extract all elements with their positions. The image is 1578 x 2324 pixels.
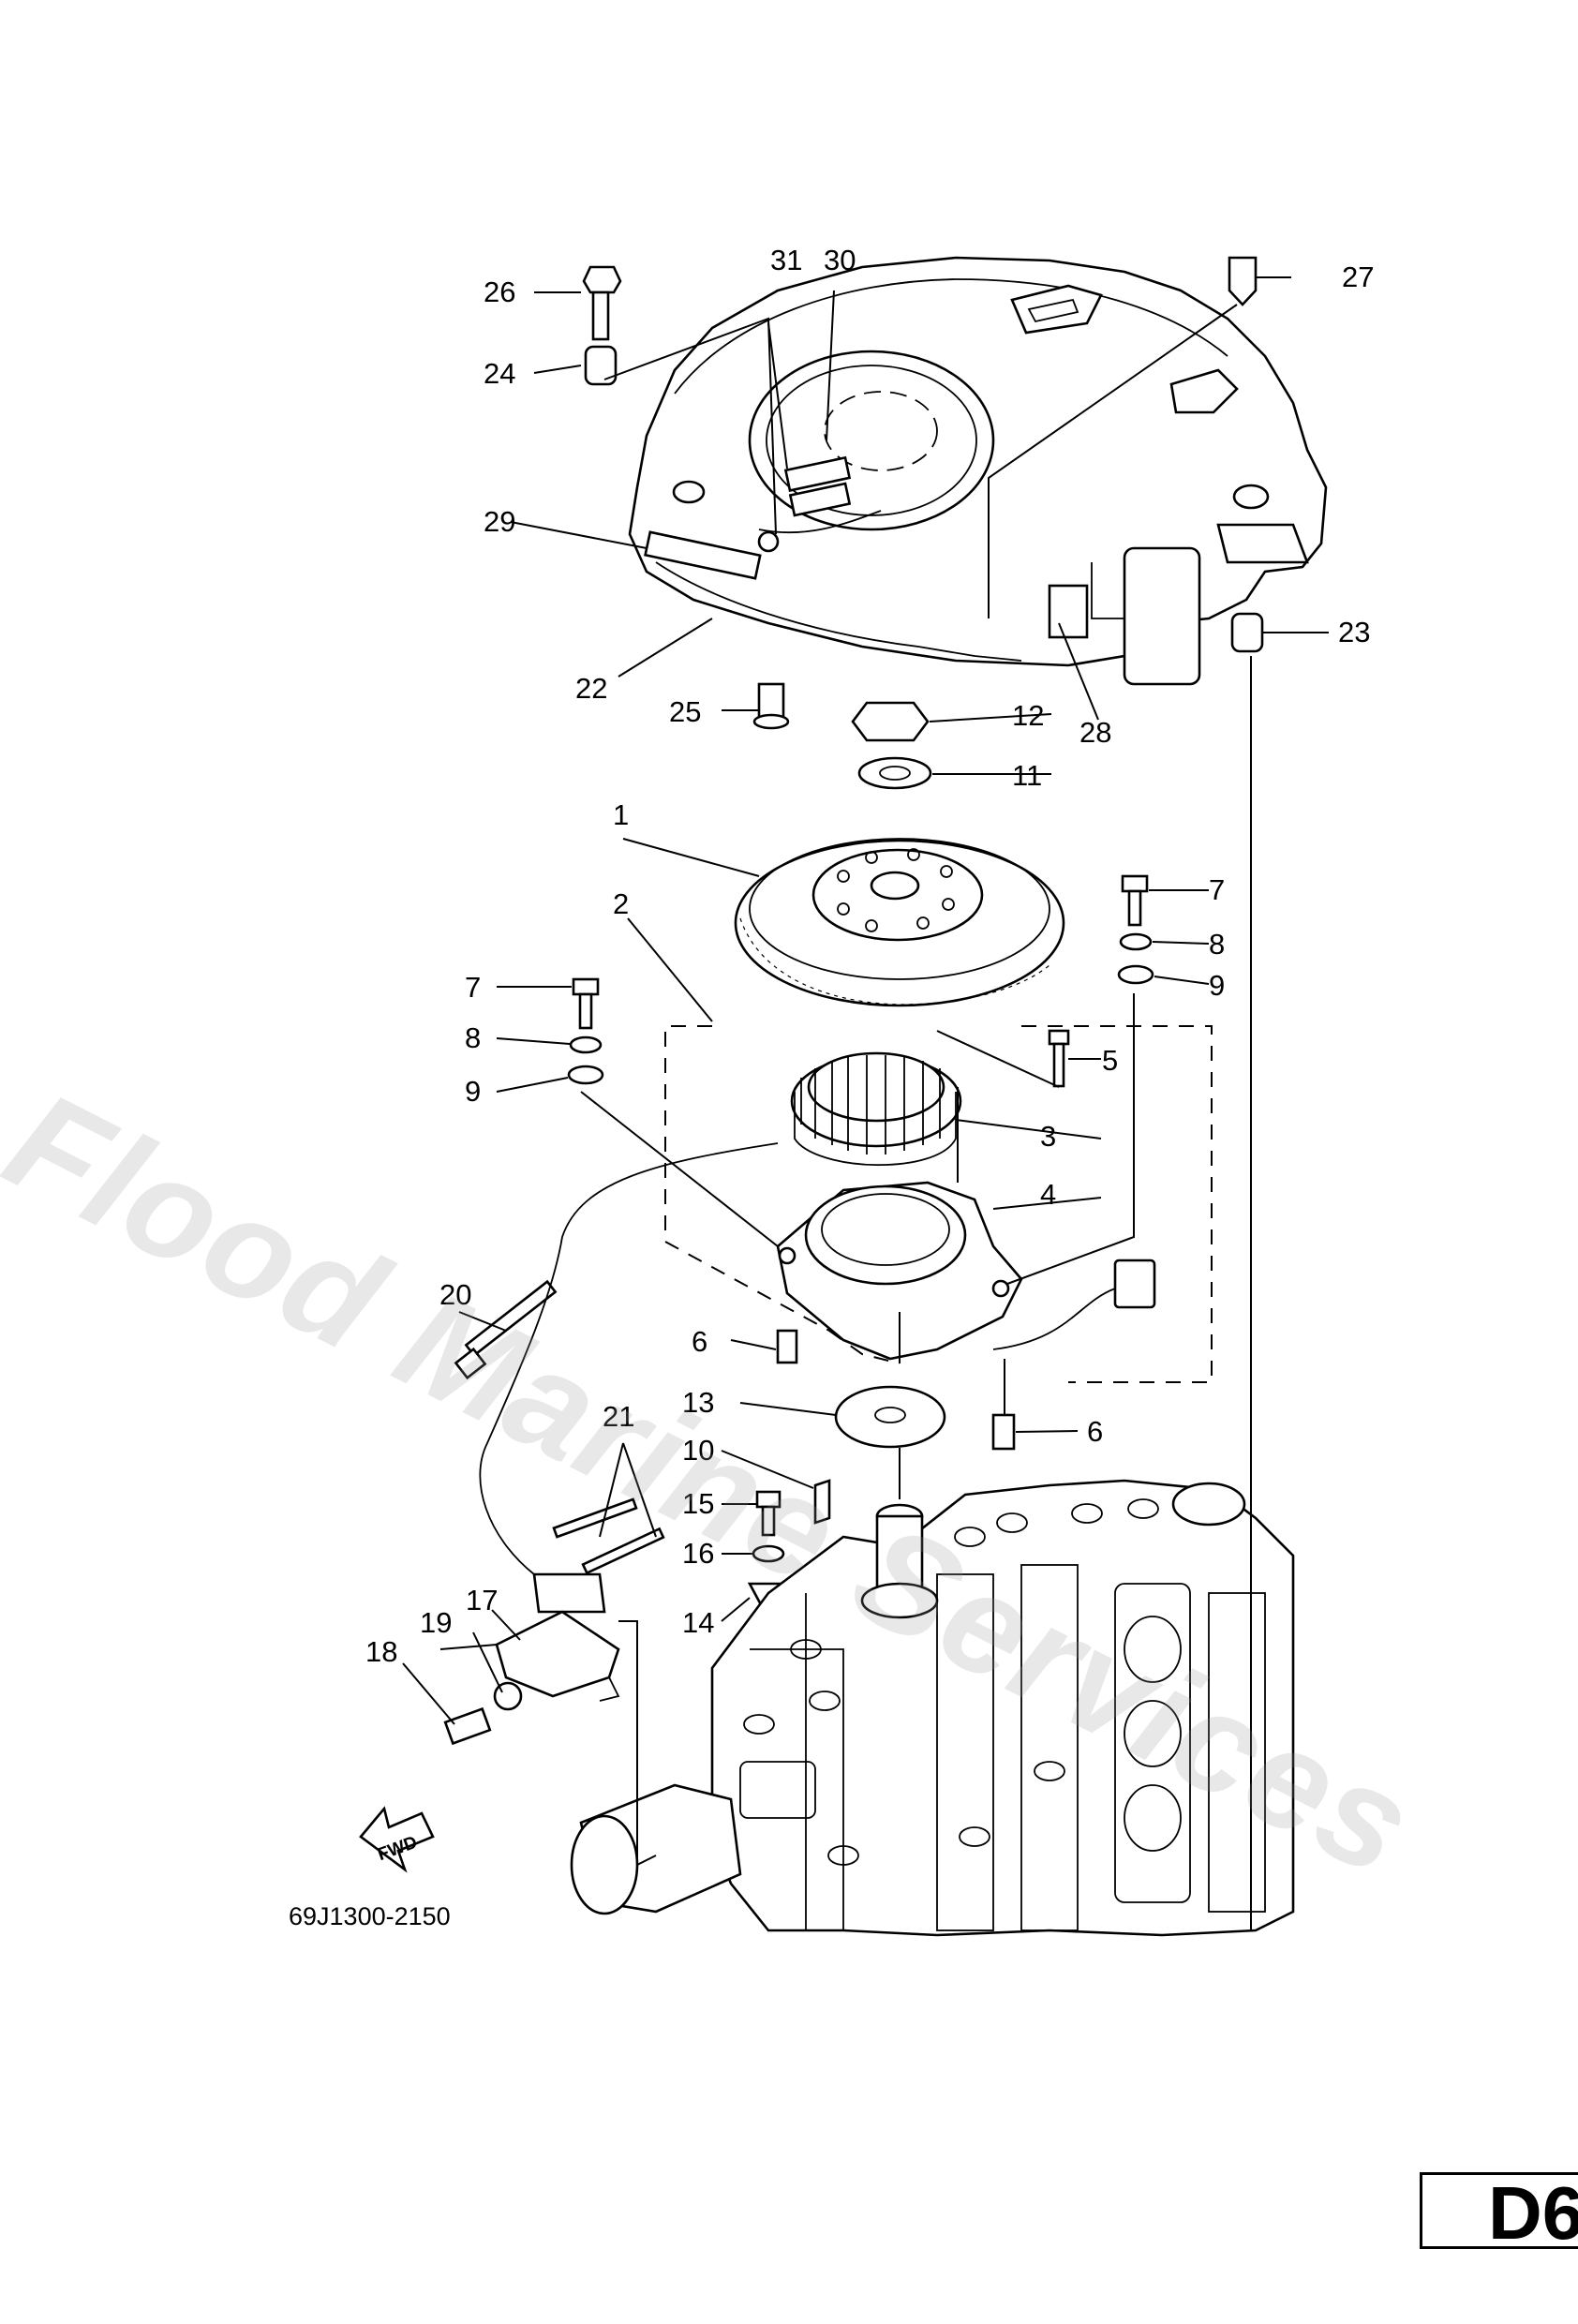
label-13: 13 [682,1386,714,1419]
label-21: 21 [603,1400,634,1433]
label-29: 29 [484,505,515,538]
drawing-code: 69J1300-2150 [289,1902,451,1930]
label-20: 20 [439,1278,471,1311]
label-7-left: 7 [465,971,481,1004]
label-12: 12 [1012,699,1044,732]
label-24: 24 [484,357,515,390]
page-tag: D6 [1488,2171,1578,2255]
small-parts-drawing [359,256,1264,1873]
label-11: 11 [1012,759,1042,792]
label-6-left: 6 [692,1325,707,1358]
label-23: 23 [1338,616,1370,648]
label-1: 1 [613,798,629,831]
label-25: 25 [669,695,701,728]
label-7-right: 7 [1209,873,1225,906]
leader-lines [402,276,1329,1930]
label-14: 14 [682,1606,714,1639]
page-tag-box: D6 [1420,2171,1578,2255]
label-30: 30 [824,244,856,276]
engine-block-drawing [570,1479,1295,1937]
label-22: 22 [575,672,607,705]
label-9-right: 9 [1209,969,1225,1002]
label-27: 27 [1342,261,1374,293]
label-8-left: 8 [465,1021,481,1054]
coupler-drawing [1113,1259,1156,1309]
stator-base-drawing [776,1181,1156,1361]
label-17: 17 [466,1584,498,1616]
flywheel-drawing [734,838,1065,1007]
label-8-right: 8 [1209,928,1225,961]
stator-drawing [790,1051,962,1167]
label-28: 28 [1079,716,1111,749]
part-number-labels: 1 2 3 4 5 6 6 7 7 8 8 9 9 10 11 12 13 14… [365,244,1374,1865]
label-3: 3 [1040,1120,1056,1153]
label-26: 26 [484,276,515,308]
label-31: 31 [770,244,802,276]
label-9-left: 9 [465,1075,481,1108]
label-4: 4 [1040,1178,1056,1211]
label-2: 2 [613,887,629,920]
label-19: 19 [420,1606,452,1639]
label-15: 15 [682,1487,714,1520]
label-10: 10 [682,1434,714,1467]
label-5: 5 [1102,1044,1118,1077]
label-16: 16 [682,1537,714,1570]
flywheel-cover-drawing [628,256,1328,686]
label-18: 18 [365,1635,397,1668]
label-6-right: 6 [1087,1415,1103,1448]
